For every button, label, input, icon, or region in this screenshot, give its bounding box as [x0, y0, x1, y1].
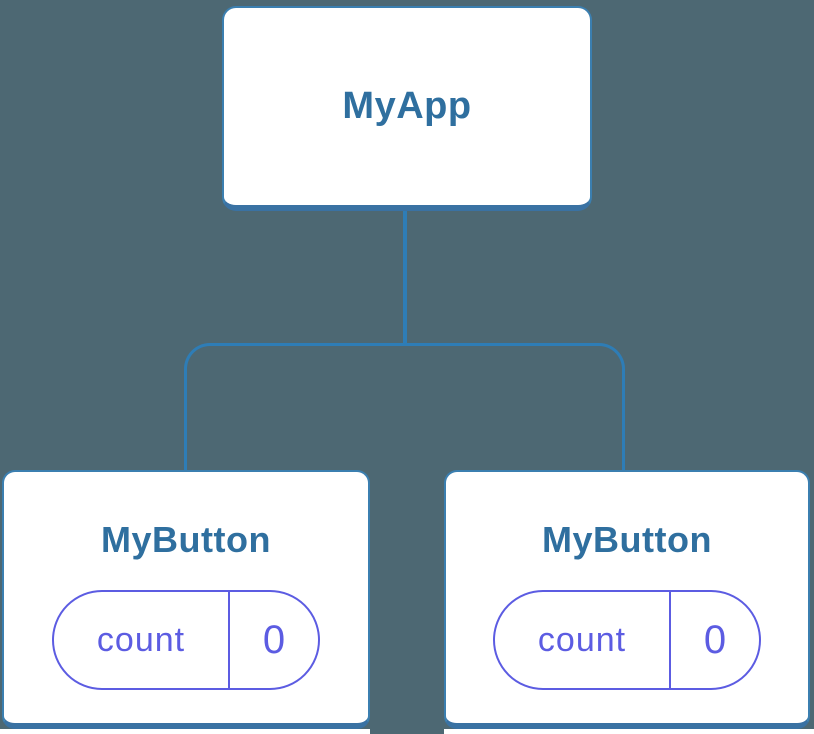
state-pill: count 0	[52, 590, 320, 690]
state-pill: count 0	[493, 590, 761, 690]
child-node-label: MyButton	[101, 519, 271, 560]
child-node-label: MyButton	[542, 519, 712, 560]
state-value-cell: 0	[230, 592, 318, 688]
component-node-child-right: MyButton count 0	[444, 470, 810, 729]
connector-branch	[184, 343, 625, 470]
root-node-label: MyApp	[342, 85, 472, 127]
state-value-cell: 0	[671, 592, 759, 688]
state-pill-divider	[228, 592, 230, 688]
component-node-child-left: MyButton count 0	[2, 470, 370, 729]
connector-stem	[403, 211, 407, 345]
bottom-crop-edge-left	[0, 729, 370, 734]
state-key-label: count	[96, 620, 186, 659]
state-key-label: count	[537, 620, 627, 659]
state-key-cell: count	[54, 592, 228, 688]
state-key-cell: count	[495, 592, 669, 688]
state-value: 0	[262, 617, 286, 662]
state-pill-divider	[669, 592, 671, 688]
bottom-crop-edge-right	[444, 729, 814, 734]
state-value: 0	[703, 617, 727, 662]
component-node-root: MyApp	[222, 6, 592, 211]
